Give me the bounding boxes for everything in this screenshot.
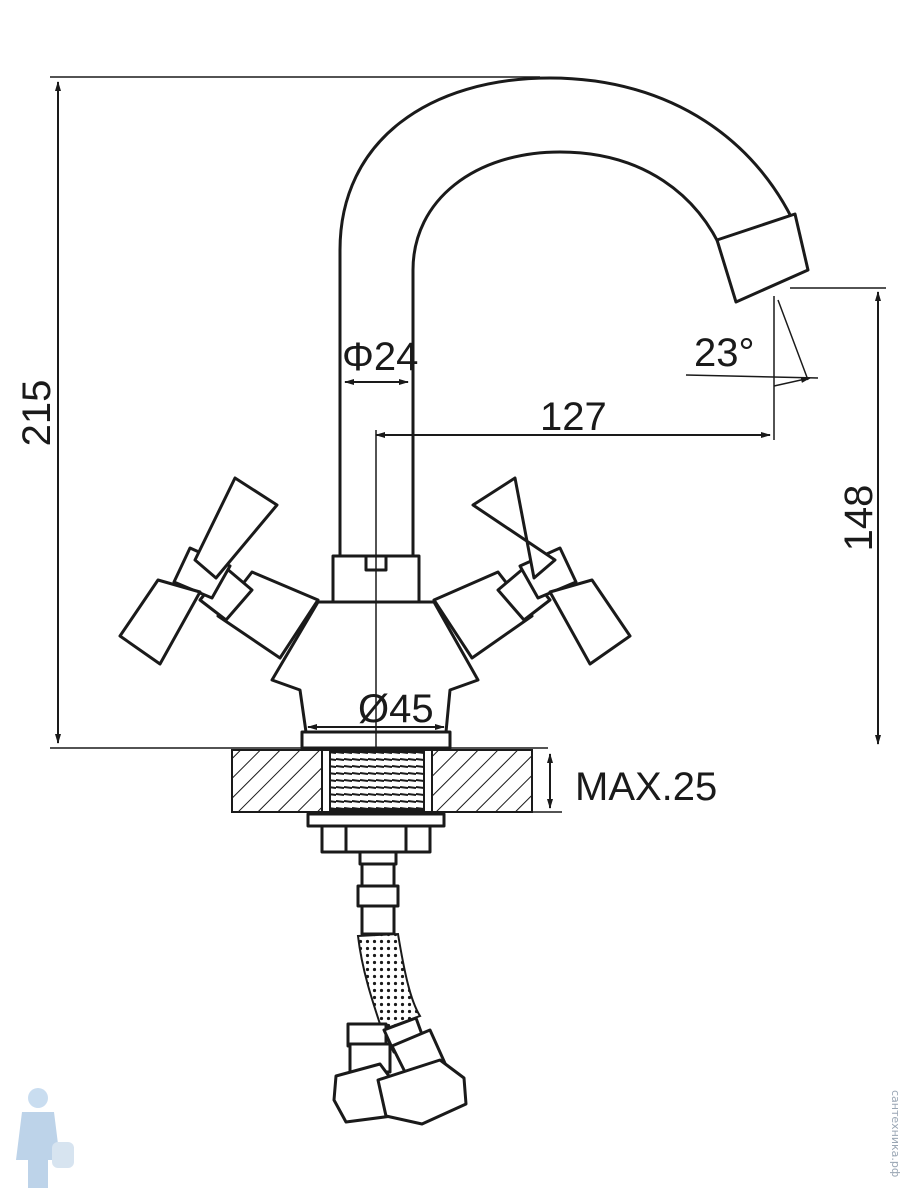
total-height-label: 215 (15, 380, 59, 447)
spout-height-label: 148 (837, 485, 881, 552)
braided-hose (356, 932, 422, 1032)
dimension-spout-diameter: Φ24 (342, 335, 418, 385)
plumber-logo-icon (16, 1088, 74, 1188)
dimension-max-thickness: MAX.25 (532, 753, 717, 813)
spout-angle-label: 23° (694, 331, 755, 375)
dimension-spout-angle: 23° (685, 296, 819, 440)
dimension-spout-height: 148 (790, 287, 886, 745)
left-handle (118, 476, 320, 666)
right-handle (432, 476, 632, 666)
spout-reach-label: 127 (540, 395, 607, 439)
mounting-assembly (306, 812, 468, 1126)
dimension-base-diameter: Ø45 (307, 687, 445, 731)
watermark-text: сантехника.рф (889, 1090, 900, 1177)
spout (338, 76, 810, 560)
max-thickness-label: MAX.25 (575, 765, 717, 809)
dimension-total-height: 215 (15, 76, 548, 749)
countertop-section (231, 749, 533, 813)
hex-nut-right (376, 1058, 468, 1126)
base-diameter-label: Ø45 (358, 687, 434, 731)
aerator (715, 212, 810, 304)
spout-diameter-label: Φ24 (342, 335, 418, 379)
dimension-spout-reach: 127 (375, 395, 771, 439)
